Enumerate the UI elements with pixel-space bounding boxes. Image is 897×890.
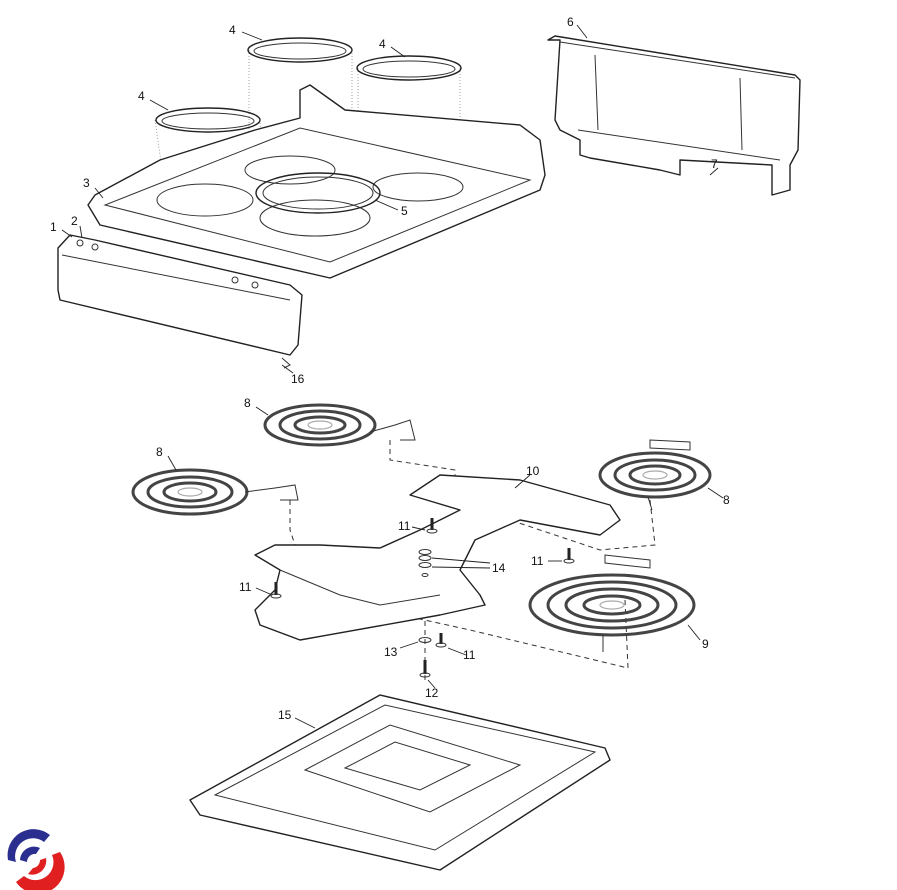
callout-7: 7	[711, 157, 718, 171]
trim-ring-4c[interactable]	[155, 107, 261, 133]
callout-15: 15	[278, 708, 292, 722]
surface-unit-trim-ring-5[interactable]	[255, 172, 381, 214]
callout-4: 4	[138, 89, 145, 103]
callout-12: 12	[425, 686, 439, 700]
callout-labels: 1 2 3 4 4 4 5 6 7 8 8 8 9 10 11 11 11 11…	[50, 15, 730, 722]
callout-11: 11	[531, 554, 544, 568]
screw-11d[interactable]	[435, 633, 447, 648]
screw-12[interactable]	[419, 660, 431, 678]
callout-8: 8	[244, 396, 251, 410]
callout-8: 8	[156, 445, 163, 459]
callout-2: 2	[71, 214, 78, 228]
cooktop-main-top[interactable]	[87, 84, 546, 279]
callout-11: 11	[398, 519, 411, 533]
spacers-14[interactable]	[418, 549, 432, 577]
callout-4: 4	[379, 37, 386, 51]
surface-element-8c[interactable]	[598, 439, 712, 511]
screw-11a[interactable]	[426, 518, 438, 534]
clip-16[interactable]	[281, 357, 291, 369]
surface-element-9[interactable]	[528, 554, 696, 652]
callout-16: 16	[291, 372, 305, 386]
brand-logo	[7, 829, 65, 890]
front-panel[interactable]	[57, 234, 303, 356]
callout-4: 4	[229, 23, 236, 37]
burner-box-10[interactable]	[254, 474, 621, 641]
screw-11b[interactable]	[563, 548, 575, 564]
back-guard-panel[interactable]	[547, 35, 801, 196]
trim-ring-4b[interactable]	[356, 55, 462, 81]
callout-leaders	[61, 24, 724, 729]
callout-11: 11	[239, 580, 252, 594]
trim-ring-4a[interactable]	[247, 37, 353, 63]
surface-element-8b[interactable]	[131, 468, 299, 516]
callout-1: 1	[50, 220, 57, 234]
callout-14: 14	[492, 561, 506, 575]
callout-13: 13	[384, 645, 398, 659]
callout-5: 5	[401, 204, 408, 218]
callout-3: 3	[83, 176, 90, 190]
callout-8: 8	[723, 493, 730, 507]
callout-9: 9	[702, 637, 709, 651]
surface-element-8a[interactable]	[263, 403, 416, 447]
callout-10: 10	[526, 464, 540, 478]
callout-6: 6	[567, 15, 574, 29]
washer-13[interactable]	[418, 637, 432, 643]
screw-11c[interactable]	[270, 582, 282, 599]
callout-11: 11	[463, 648, 476, 662]
bottom-tray-15[interactable]	[189, 694, 611, 871]
